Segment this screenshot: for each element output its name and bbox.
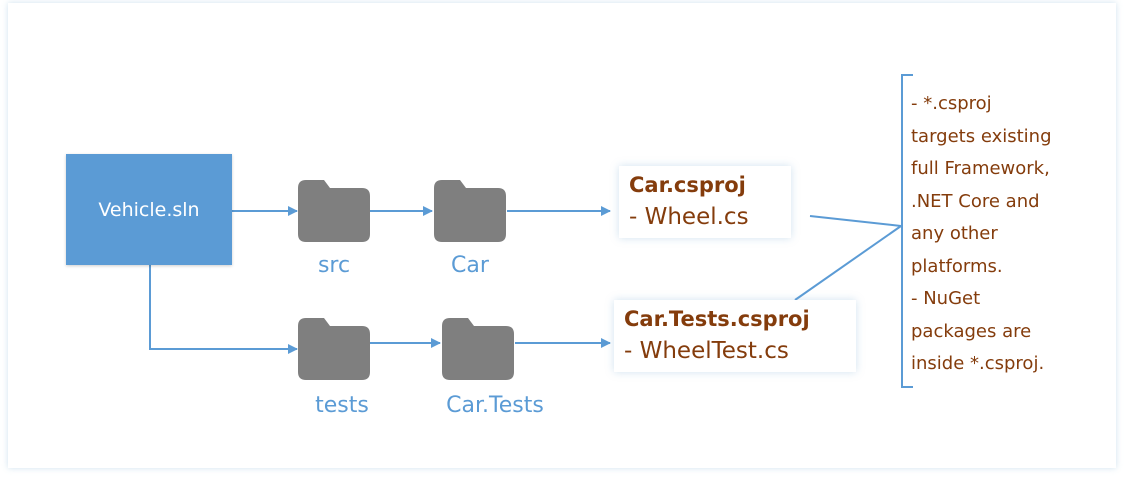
car-tests-project-box: Car.Tests.csproj - WheelTest.cs <box>614 300 856 372</box>
solution-label: Vehicle.sln <box>98 198 200 221</box>
car-project-box: Car.csproj - Wheel.cs <box>619 166 791 238</box>
car-project-name: Car.csproj <box>629 173 746 197</box>
note-bracket <box>901 74 913 388</box>
car-tests-folder-label: Car.Tests <box>446 393 544 418</box>
note-line: targets existing <box>911 125 1052 147</box>
tests-folder-icon <box>298 316 370 380</box>
src-folder-label: src <box>317 253 351 278</box>
car-tests-folder-icon <box>442 316 514 380</box>
note-line: - *.csproj <box>911 93 992 114</box>
note-line: packages are <box>911 320 1032 342</box>
src-folder-icon <box>298 178 370 242</box>
tests-folder-label: tests <box>315 393 369 418</box>
car-tests-project-name: Car.Tests.csproj <box>624 307 810 331</box>
car-folder-icon <box>434 178 506 242</box>
note-line: .NET Core and <box>911 190 1040 212</box>
note-line: full Framework, <box>911 158 1050 179</box>
note-text: - *.csproj targets existing full Framewo… <box>911 88 1101 381</box>
note-line: - NuGet <box>911 288 981 309</box>
note-line: any other <box>911 223 998 244</box>
car-folder-label: Car <box>451 253 489 278</box>
car-tests-project-file: - WheelTest.cs <box>624 338 789 364</box>
solution-box: Vehicle.sln <box>66 154 232 265</box>
car-project-file: - Wheel.cs <box>629 204 749 230</box>
note-line: inside *.csproj. <box>911 353 1045 374</box>
note-line: platforms. <box>911 255 1003 277</box>
